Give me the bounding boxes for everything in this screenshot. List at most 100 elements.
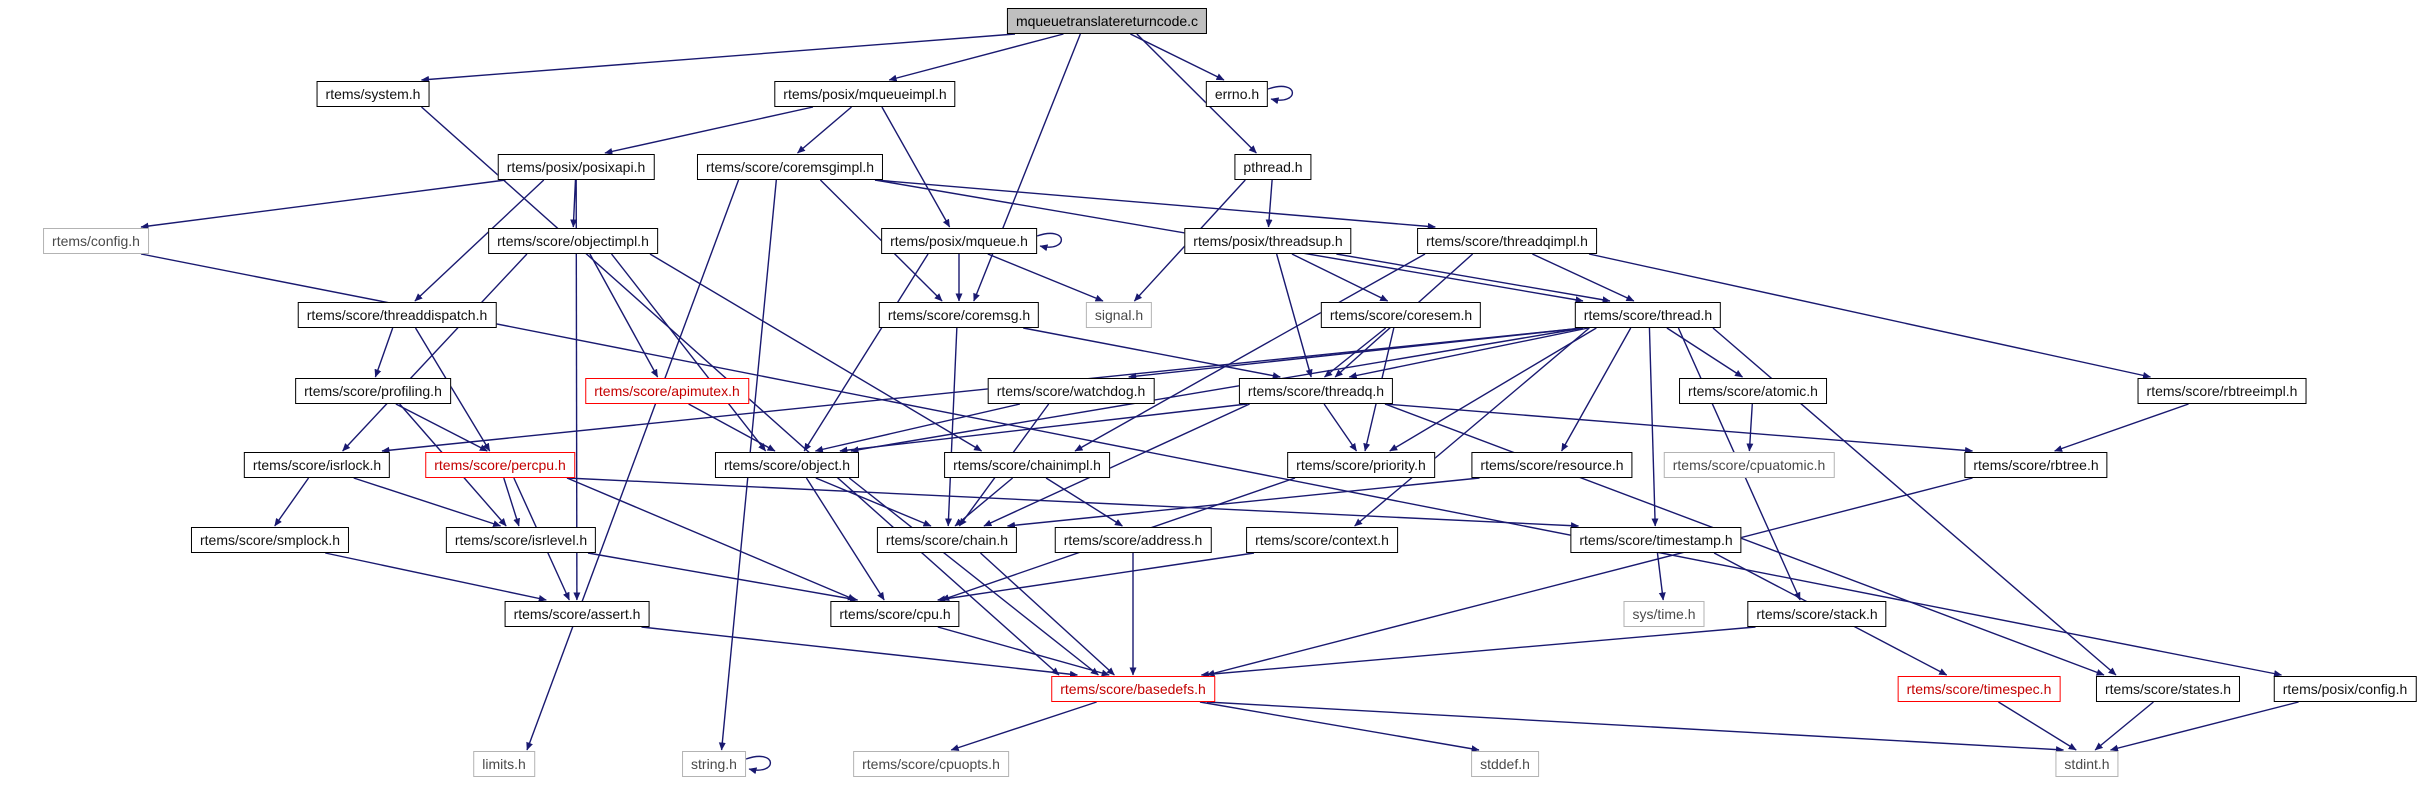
edge-resource-to-chain: [1007, 477, 1480, 529]
graph-node-config: rtems/config.h: [43, 228, 149, 254]
edge-context-to-cpu: [937, 552, 1255, 603]
edge-coremsg-to-chain: [945, 327, 958, 527]
graph-node-states[interactable]: rtems/score/states.h: [2095, 676, 2241, 702]
graph-node-mqueue[interactable]: rtems/posix/mqueue.h: [881, 228, 1037, 254]
graph-node-system[interactable]: rtems/system.h: [316, 81, 430, 107]
edge-rbtreeimpl-to-rbtree: [2054, 403, 2189, 452]
edge-objectimpl-to-chainimpl: [649, 253, 983, 452]
edge-threadq-to-object: [839, 403, 1248, 454]
graph-node-apimutex[interactable]: rtems/score/apimutex.h: [585, 378, 749, 404]
graph-node-percpu[interactable]: rtems/score/percpu.h: [425, 452, 575, 478]
graph-node-limits: limits.h: [473, 751, 535, 777]
edge-assert-to-basedefs: [641, 626, 1078, 678]
graph-node-coresem[interactable]: rtems/score/coresem.h: [1320, 302, 1482, 328]
graph-node-context[interactable]: rtems/score/context.h: [1246, 527, 1398, 553]
graph-node-threadqimpl[interactable]: rtems/score/threadqimpl.h: [1417, 228, 1597, 254]
edge-posixconfig-to-stdint: [2110, 701, 2299, 752]
graph-node-pthread[interactable]: pthread.h: [1234, 154, 1312, 180]
edge-threaddispatch-to-percpu: [414, 327, 491, 452]
edge-basedefs-to-stdint: [1206, 701, 2064, 754]
edge-coremsgimpl-to-threadqimpl: [874, 179, 1436, 230]
edge-smplock-to-assert: [325, 552, 547, 602]
edge-apimutex-to-object: [688, 403, 776, 452]
edge-cpu-to-basedefs: [937, 626, 1110, 677]
edge-percpu-to-cpu: [566, 477, 856, 601]
graph-node-object[interactable]: rtems/score/object.h: [714, 452, 860, 478]
graph-node-assert[interactable]: rtems/score/assert.h: [504, 601, 650, 627]
edge-threadq-to-chain: [983, 403, 1250, 527]
edge-threadq-to-states: [1384, 403, 2105, 676]
edge-threadqimpl-to-thread: [1532, 253, 1635, 302]
edge-coremsgimpl-to-limits: [526, 179, 740, 751]
edge-rbtree-to-basedefs: [1206, 477, 1973, 677]
edge-mqueueimpl-to-mqueue: [881, 106, 951, 228]
graph-node-threadq[interactable]: rtems/score/threadq.h: [1238, 378, 1394, 404]
edge-isrlock-to-isrlevel: [353, 477, 502, 527]
graph-node-isrlock[interactable]: rtems/score/isrlock.h: [243, 452, 391, 478]
edge-thread-to-object: [850, 327, 1584, 454]
graph-node-smplock[interactable]: rtems/score/smplock.h: [190, 527, 350, 553]
graph-node-cpuatomic: rtems/score/cpuatomic.h: [1663, 452, 1835, 478]
graph-node-objectimpl[interactable]: rtems/score/objectimpl.h: [488, 228, 658, 254]
graph-node-posixconfig[interactable]: rtems/posix/config.h: [2273, 676, 2417, 702]
graph-node-chainimpl[interactable]: rtems/score/chainimpl.h: [944, 452, 1110, 478]
graph-node-signal: signal.h: [1085, 302, 1153, 328]
graph-node-threadsup[interactable]: rtems/posix/threadsup.h: [1184, 228, 1352, 254]
graph-node-address[interactable]: rtems/score/address.h: [1054, 527, 1212, 553]
edge-percpu-to-isrlevel: [503, 477, 520, 527]
graph-node-chain[interactable]: rtems/score/chain.h: [876, 527, 1018, 553]
graph-node-cpuopts: rtems/score/cpuopts.h: [853, 751, 1009, 777]
edge-percpu-to-timestamp: [566, 477, 1579, 530]
graph-node-rbtreeimpl[interactable]: rtems/score/rbtreeimpl.h: [2137, 378, 2307, 404]
graph-node-isrlevel[interactable]: rtems/score/isrlevel.h: [445, 527, 597, 553]
edge-thread-to-context: [1354, 327, 1590, 527]
edge-objectimpl-to-object: [610, 253, 767, 452]
graph-node-stddef: stddef.h: [1471, 751, 1539, 777]
edge-threadsup-to-coresem: [1291, 253, 1389, 302]
edge-isrlock-to-smplock: [274, 477, 310, 527]
edge-object-to-basedefs: [848, 477, 1099, 676]
graph-node-basedefs[interactable]: rtems/score/basedefs.h: [1051, 676, 1215, 702]
edge-thread-to-priority: [1389, 327, 1597, 452]
edge-chainimpl-to-chain: [954, 477, 1014, 527]
graph-node-coremsgimpl[interactable]: rtems/score/coremsgimpl.h: [696, 154, 884, 180]
edge-mqueueimpl-to-coremsgimpl: [797, 106, 852, 154]
edge-threadqimpl-to-chainimpl: [1074, 253, 1426, 452]
edge-states-to-stdint: [2094, 701, 2154, 751]
graph-node-mqueueimpl[interactable]: rtems/posix/mqueueimpl.h: [774, 81, 956, 107]
graph-node-cpu[interactable]: rtems/score/cpu.h: [830, 601, 960, 627]
graph-node-thread[interactable]: rtems/score/thread.h: [1574, 302, 1722, 328]
edge-isrlevel-to-cpu: [587, 552, 859, 603]
edge-profiling-to-percpu: [395, 403, 488, 452]
graph-node-profiling[interactable]: rtems/score/profiling.h: [295, 378, 451, 404]
edge-mqueueimpl-to-posixapi: [604, 106, 814, 155]
graph-node-watchdog[interactable]: rtems/score/watchdog.h: [987, 378, 1155, 404]
graph-node-errno[interactable]: errno.h: [1205, 81, 1269, 107]
edge-stack-to-basedefs: [1200, 626, 1756, 678]
edge-atomic-to-cpuatomic: [1746, 403, 1754, 452]
edge-thread-to-threadq: [1348, 327, 1589, 379]
graph-node-resource[interactable]: rtems/score/resource.h: [1471, 452, 1633, 478]
edge-threadsup-to-thread: [1336, 253, 1611, 304]
graph-node-atomic[interactable]: rtems/score/atomic.h: [1679, 378, 1827, 404]
graph-node-stack[interactable]: rtems/score/stack.h: [1747, 601, 1887, 627]
edge-posixapi-to-objectimpl: [570, 179, 578, 228]
graph-node-timestamp[interactable]: rtems/score/timestamp.h: [1570, 527, 1742, 553]
edge-timestamp-to-systime: [1656, 552, 1666, 601]
edge-chain-to-basedefs: [980, 552, 1115, 676]
graph-node-coremsg[interactable]: rtems/score/coremsg.h: [878, 302, 1040, 328]
edge-mqueue-to-object: [803, 253, 929, 452]
graph-node-threaddispatch[interactable]: rtems/score/threaddispatch.h: [297, 302, 497, 328]
edge-timespec-to-stdint: [1998, 701, 2077, 751]
graph-node-posixapi[interactable]: rtems/posix/posixapi.h: [497, 154, 655, 180]
edge-string-to-string: [745, 755, 772, 775]
graph-node-rbtree[interactable]: rtems/score/rbtree.h: [1964, 452, 2108, 478]
edge-root-to-system: [421, 33, 1016, 83]
graph-node-stdint: stdint.h: [2055, 751, 2119, 777]
edge-thread-to-atomic: [1666, 327, 1743, 378]
edge-object-to-cpu: [805, 477, 885, 601]
graph-node-priority[interactable]: rtems/score/priority.h: [1287, 452, 1435, 478]
edge-root-to-coremsg: [973, 33, 1082, 302]
graph-node-timespec[interactable]: rtems/score/timespec.h: [1897, 676, 2061, 702]
edge-basedefs-to-stddef: [1199, 701, 1480, 753]
